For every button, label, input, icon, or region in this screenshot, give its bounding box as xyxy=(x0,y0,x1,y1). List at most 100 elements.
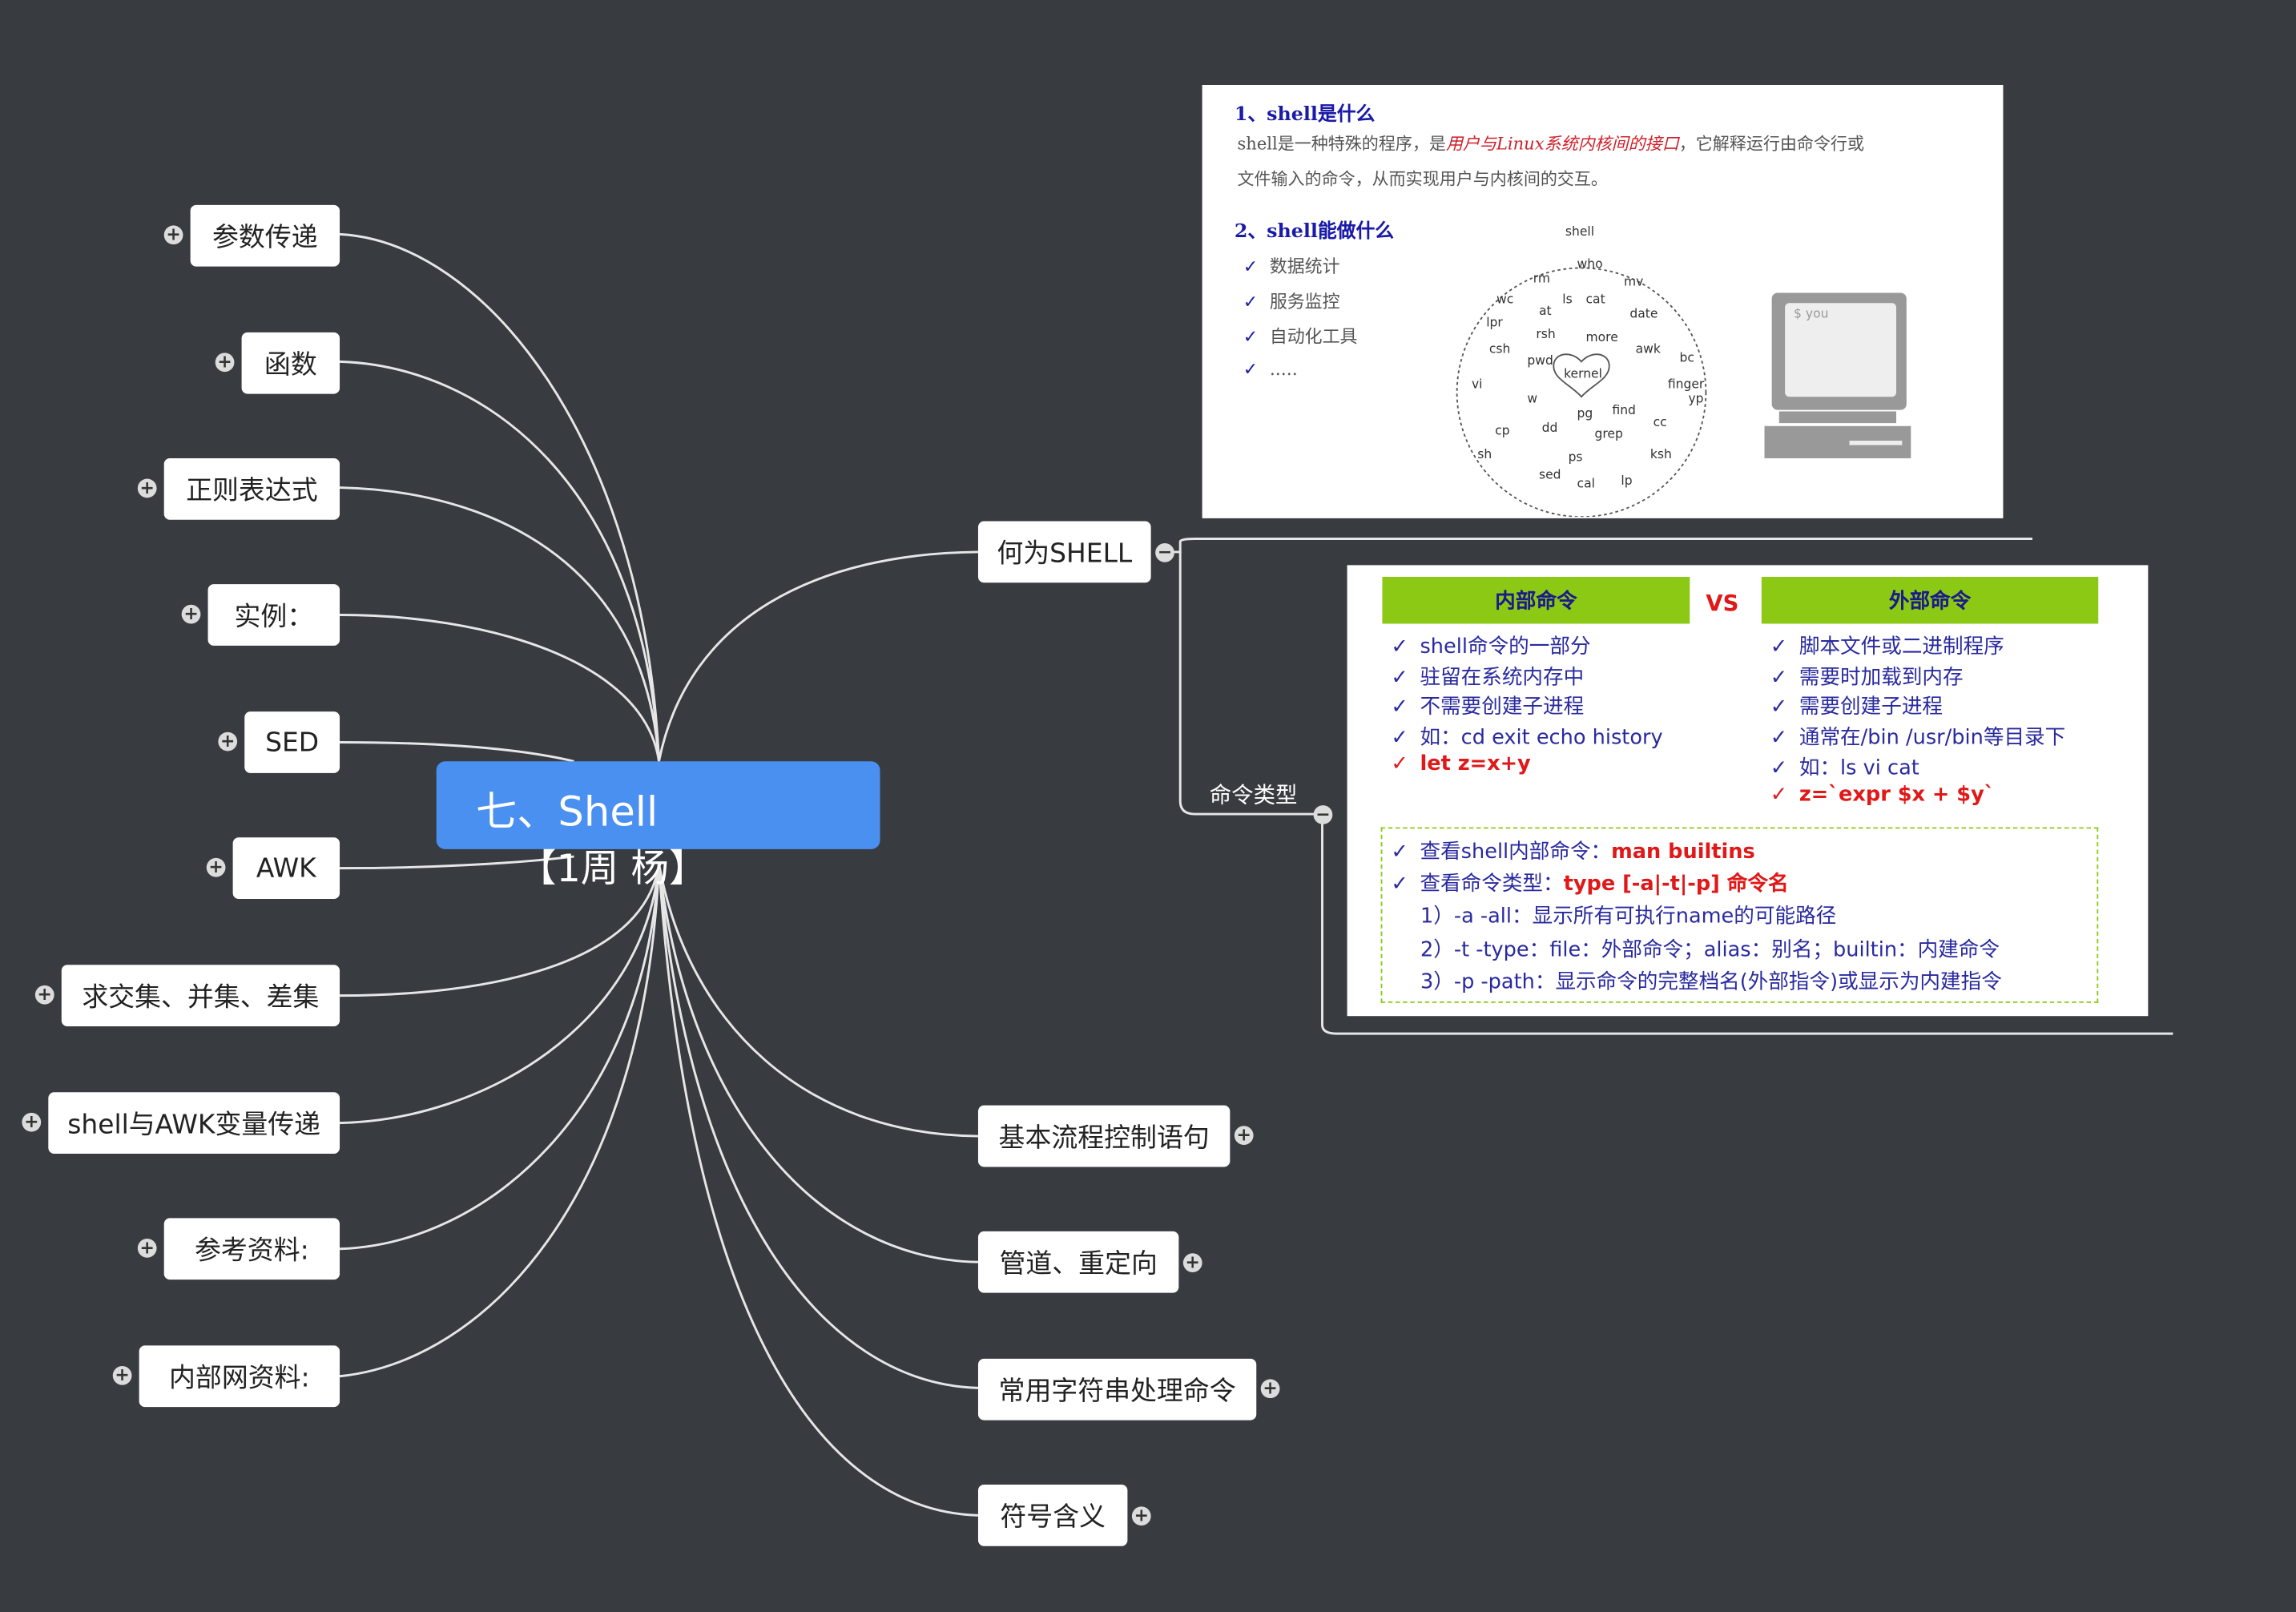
expand-toggle-icon[interactable]: + xyxy=(206,857,226,877)
internal-example: ✓let z=x+y xyxy=(1391,752,1531,776)
what-is-shell-desc-line2: 文件输入的命令，从而实现用户与内核间的交互。 xyxy=(1237,168,1608,189)
link-example xyxy=(340,614,660,762)
expand-toggle-icon[interactable]: + xyxy=(218,731,238,752)
node-regex[interactable]: 正则表达式 xyxy=(163,457,340,520)
command-word: sh xyxy=(1477,448,1492,463)
expand-toggle-icon[interactable]: + xyxy=(163,225,183,245)
command-word: grep xyxy=(1594,427,1623,442)
link-strings xyxy=(658,864,979,1389)
node-intranet-docs[interactable]: 内部网资料: xyxy=(139,1345,340,1408)
collapse-toggle-icon[interactable]: − xyxy=(1155,542,1174,562)
check-builtins-line: ✓查看shell内部命令：man builtins xyxy=(1391,840,1755,864)
command-word: w xyxy=(1527,392,1538,408)
command-word: cc xyxy=(1653,415,1667,431)
command-word: csh xyxy=(1488,342,1511,357)
link-ref xyxy=(340,864,660,1251)
command-word: rm xyxy=(1533,272,1550,288)
expand-toggle-icon[interactable]: + xyxy=(137,1238,157,1258)
internal-commands-header: 内部命令 xyxy=(1382,576,1690,624)
command-word: cp xyxy=(1495,424,1510,440)
link-sets xyxy=(340,863,660,997)
internal-item: ✓驻留在系统内存中 xyxy=(1391,666,1585,690)
expand-toggle-icon[interactable]: + xyxy=(1260,1378,1280,1399)
link-cmdtypes-panel xyxy=(1321,814,2173,1035)
link-pipes xyxy=(658,863,978,1263)
command-word: wc xyxy=(1496,292,1514,308)
node-examples[interactable]: 实例： xyxy=(207,584,340,646)
command-word: cat xyxy=(1585,292,1605,308)
link-cmdtypes xyxy=(1165,538,2032,554)
command-word: mv xyxy=(1624,275,1644,290)
shell-diagram-label: shell xyxy=(1565,225,1595,240)
expand-toggle-icon[interactable]: + xyxy=(215,352,235,373)
node-symbol-meanings[interactable]: 符号含义 xyxy=(977,1484,1128,1546)
central-topic-title: 七、Shell xyxy=(476,788,659,836)
type-command-box xyxy=(1380,827,2099,1003)
command-word: bc xyxy=(1679,351,1694,366)
external-example: ✓z=`expr $x + $y` xyxy=(1770,783,1995,807)
link-what-shell xyxy=(658,550,978,762)
node-functions[interactable]: 函数 xyxy=(241,332,340,394)
link-regex xyxy=(340,486,660,762)
node-flow-control[interactable]: 基本流程控制语句 xyxy=(977,1105,1231,1167)
node-shell-awk-vars[interactable]: shell与AWK变量传递 xyxy=(48,1092,340,1154)
vs-label: VS xyxy=(1706,590,1739,617)
external-item: ✓脚本文件或二进制程序 xyxy=(1770,635,2004,659)
node-references[interactable]: 参考资料: xyxy=(163,1218,340,1280)
node-pipes-redirect[interactable]: 管道、重定向 xyxy=(977,1231,1179,1293)
command-types-label[interactable]: 命令类型 xyxy=(1209,781,1298,808)
command-word: pwd xyxy=(1527,354,1553,369)
expand-toggle-icon[interactable]: + xyxy=(181,604,201,624)
node-string-commands[interactable]: 常用字符串处理命令 xyxy=(977,1358,1257,1421)
use-item: ✓..... xyxy=(1243,358,1298,380)
central-topic[interactable] xyxy=(436,761,880,849)
shell-kernel-diagram xyxy=(1456,267,1911,518)
use-item: ✓自动化工具 xyxy=(1243,326,1358,348)
link-param xyxy=(339,232,660,762)
command-word: find xyxy=(1612,404,1636,419)
node-param-passing[interactable]: 参数传递 xyxy=(190,204,340,267)
terminal-prompt: $ you xyxy=(1794,307,1829,323)
node-sed[interactable]: SED xyxy=(244,711,340,773)
external-item: ✓需要创建子进程 xyxy=(1770,695,1944,719)
expand-toggle-icon[interactable]: + xyxy=(137,478,157,498)
internal-item: ✓不需要创建子进程 xyxy=(1391,695,1585,719)
internal-item: ✓如：cd exit echo history xyxy=(1391,726,1663,750)
command-word: pg xyxy=(1577,407,1593,422)
link-func xyxy=(340,360,660,762)
command-word: sed xyxy=(1539,468,1561,484)
type-option: 3）-p -path：显示命令的完整档名(外部指令)或显示为内建指令 xyxy=(1420,970,2002,994)
command-word: finger xyxy=(1667,377,1705,393)
command-word: yp xyxy=(1688,392,1704,408)
command-word: awk xyxy=(1635,342,1661,357)
expand-toggle-icon[interactable]: + xyxy=(22,1112,42,1132)
link-awkvar xyxy=(340,864,660,1125)
expand-toggle-icon[interactable]: + xyxy=(1182,1252,1202,1273)
command-word: ps xyxy=(1568,450,1583,466)
what-shell-does-heading: 2、shell能做什么 xyxy=(1234,220,1395,244)
expand-toggle-icon[interactable]: + xyxy=(1234,1125,1254,1146)
expand-toggle-icon[interactable]: + xyxy=(1131,1505,1151,1526)
check-type-line: ✓查看命令类型：type [-a|-t|-p] 命令名 xyxy=(1391,872,1789,897)
shell-intro-image: 1、shell是什么 shell是一种特殊的程序，是用户与Linux系统内核间的… xyxy=(1202,84,2004,518)
expand-toggle-icon[interactable]: + xyxy=(34,985,54,1005)
use-item: ✓服务监控 xyxy=(1243,291,1340,312)
expand-toggle-icon[interactable]: + xyxy=(112,1365,132,1385)
node-what-is-shell[interactable]: 何为SHELL xyxy=(977,521,1151,583)
command-word: more xyxy=(1585,330,1618,346)
external-item: ✓通常在/bin /usr/bin等目录下 xyxy=(1770,726,2066,750)
command-word: who xyxy=(1577,257,1603,272)
what-is-shell-desc: shell是一种特殊的程序，是用户与Linux系统内核间的接口，它解释运行由命令… xyxy=(1237,133,1864,154)
external-item: ✓如：ls vi cat xyxy=(1770,756,1919,781)
external-item: ✓需要时加载到内存 xyxy=(1770,666,1964,690)
command-word: lp xyxy=(1621,474,1633,490)
node-set-operations[interactable]: 求交集、并集、差集 xyxy=(61,965,340,1027)
kernel-label: kernel xyxy=(1564,367,1602,382)
command-word: cal xyxy=(1577,477,1595,493)
node-awk[interactable]: AWK xyxy=(232,837,340,900)
collapse-toggle-icon[interactable]: − xyxy=(1313,804,1333,824)
central-topic-subtitle: 【1周 杨】 xyxy=(518,848,707,892)
type-option: 1）-a -all：显示所有可执行name的可能路径 xyxy=(1420,905,1837,929)
what-is-shell-heading: 1、shell是什么 xyxy=(1234,103,1376,127)
